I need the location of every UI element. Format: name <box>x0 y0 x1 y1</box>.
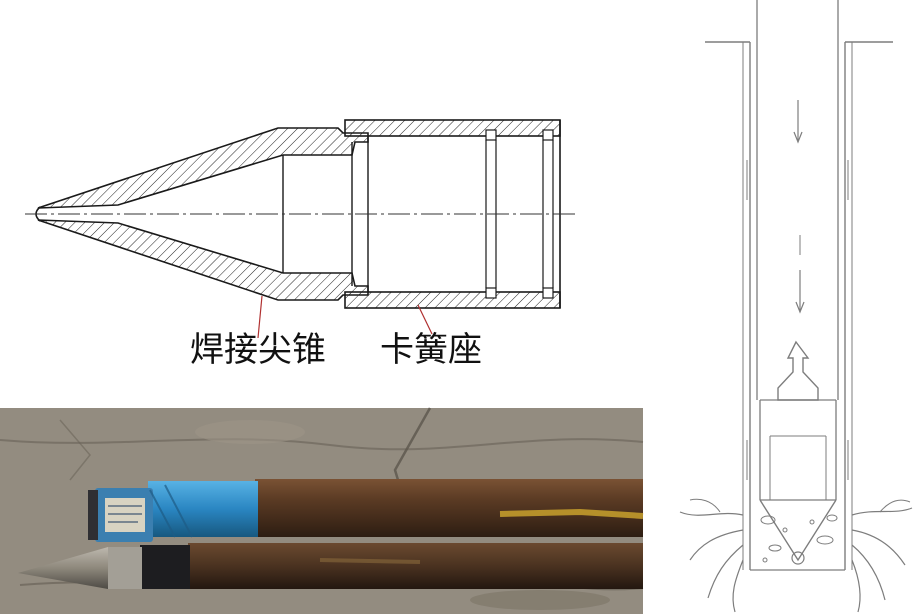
label-welded-cone: 焊接尖锥 <box>190 330 326 370</box>
groove-1-bottom <box>485 287 497 299</box>
label-spring-seat: 卡簧座 <box>380 330 482 370</box>
leader-spring-seat <box>417 304 433 335</box>
borehole-sketch <box>679 0 913 613</box>
upper-pipe-rod <box>255 479 643 537</box>
seat-wall-bottom <box>344 291 561 309</box>
groove-2-top <box>542 129 554 141</box>
seat-wall-top <box>344 119 561 137</box>
lower-pipe-band <box>140 545 190 589</box>
lower-pipe-cone-tip <box>18 547 108 589</box>
upper-pipe-sleeve <box>148 481 258 537</box>
leader-welded-cone <box>257 295 263 339</box>
cone-upper-hatch <box>37 127 369 209</box>
cone-lower-hatch <box>37 219 369 301</box>
groove-2-bottom <box>542 287 554 299</box>
cone-cross-section <box>25 119 575 309</box>
probe-head <box>777 340 819 401</box>
groove-1-top <box>485 129 497 141</box>
lower-pipe-rod <box>188 543 643 589</box>
pipe-photo <box>0 407 644 614</box>
